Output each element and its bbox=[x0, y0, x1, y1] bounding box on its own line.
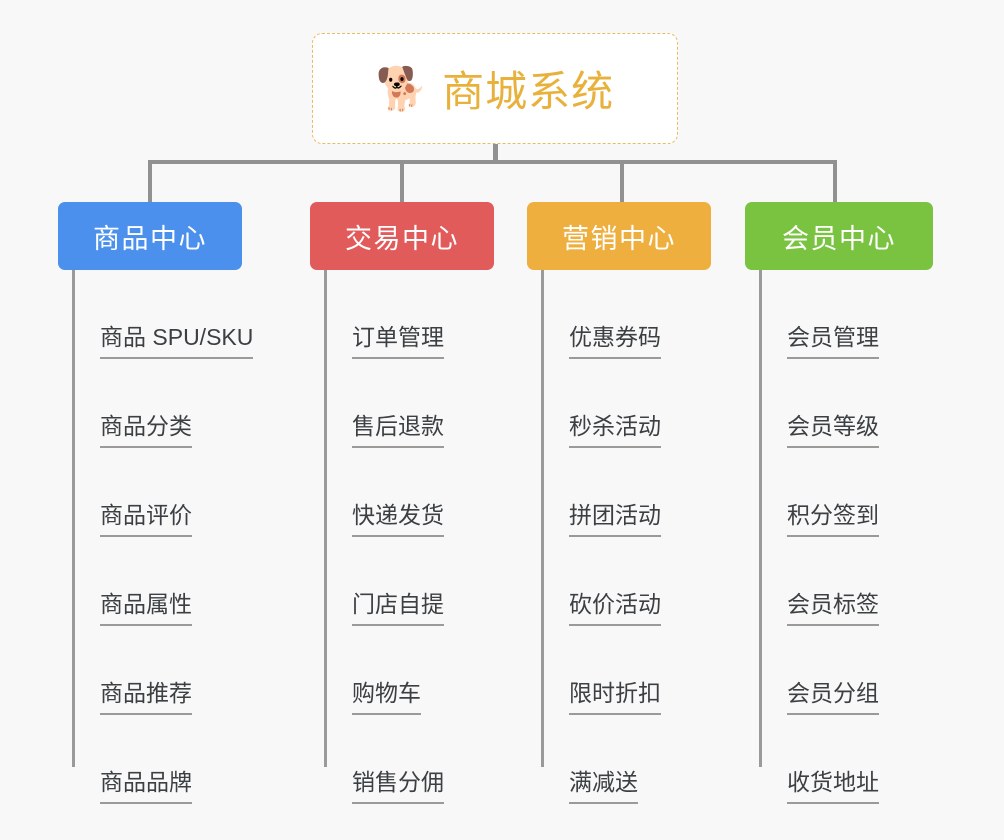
leaf-label: 商品品牌 bbox=[100, 769, 192, 804]
leaf-group-trade-center: 订单管理 售后退款 快递发货 门店自提 购物车 销售分佣 bbox=[310, 270, 494, 804]
root-title: 商城系统 bbox=[442, 68, 615, 115]
leaf-label: 会员分组 bbox=[787, 680, 879, 715]
leaf-item[interactable]: 商品推荐 bbox=[72, 626, 242, 715]
leaf-label: 收货地址 bbox=[787, 769, 879, 804]
leaf-item[interactable]: 会员分组 bbox=[759, 626, 933, 715]
leaf-item[interactable]: 限时折扣 bbox=[541, 626, 711, 715]
leaf-item[interactable]: 收货地址 bbox=[759, 715, 933, 804]
category-label: 会员中心 bbox=[782, 223, 896, 254]
category-box-member-center[interactable]: 会员中心 bbox=[745, 202, 933, 270]
leaf-item[interactable]: 商品属性 bbox=[72, 537, 242, 626]
leaf-item[interactable]: 会员标签 bbox=[759, 537, 933, 626]
leaf-group-member-center: 会员管理 会员等级 积分签到 会员标签 会员分组 收货地址 bbox=[745, 270, 933, 804]
column-product-center: 商品中心 商品 SPU/SKU 商品分类 商品评价 商品属性 商品推荐 商品品牌 bbox=[58, 202, 254, 804]
column-marketing-center: 营销中心 优惠券码 秒杀活动 拼团活动 砍价活动 限时折扣 满减送 bbox=[527, 202, 711, 804]
tree-rail bbox=[72, 270, 75, 767]
leaf-label: 商品分类 bbox=[100, 413, 192, 448]
leaf-label: 会员等级 bbox=[787, 413, 879, 448]
leaf-label: 秒杀活动 bbox=[569, 413, 661, 448]
column-trade-center: 交易中心 订单管理 售后退款 快递发货 门店自提 购物车 销售分佣 bbox=[310, 202, 494, 804]
category-label: 交易中心 bbox=[345, 223, 459, 254]
connector-drop-member-center bbox=[833, 160, 837, 204]
root-node-content: 🐕 商城系统 bbox=[376, 58, 614, 119]
leaf-item[interactable]: 售后退款 bbox=[324, 359, 494, 448]
leaf-label: 商品评价 bbox=[100, 502, 192, 537]
leaf-label: 砍价活动 bbox=[569, 591, 661, 626]
leaf-label: 积分签到 bbox=[787, 502, 879, 537]
leaf-label: 会员管理 bbox=[787, 324, 879, 359]
leaf-item[interactable]: 秒杀活动 bbox=[541, 359, 711, 448]
leaf-item[interactable]: 购物车 bbox=[324, 626, 494, 715]
category-box-marketing-center[interactable]: 营销中心 bbox=[527, 202, 711, 270]
leaf-item[interactable]: 商品评价 bbox=[72, 448, 242, 537]
leaf-label: 订单管理 bbox=[352, 324, 444, 359]
connector-horizontal-bus bbox=[149, 160, 835, 164]
leaf-item[interactable]: 满减送 bbox=[541, 715, 711, 804]
category-label: 商品中心 bbox=[93, 223, 207, 254]
leaf-item[interactable]: 优惠券码 bbox=[541, 270, 711, 359]
leaf-item[interactable]: 砍价活动 bbox=[541, 537, 711, 626]
leaf-label: 销售分佣 bbox=[352, 769, 444, 804]
leaf-item[interactable]: 会员等级 bbox=[759, 359, 933, 448]
leaf-item[interactable]: 商品 SPU/SKU bbox=[72, 270, 254, 359]
leaf-label: 限时折扣 bbox=[569, 680, 661, 715]
leaf-label: 商品推荐 bbox=[100, 680, 192, 715]
category-label: 营销中心 bbox=[562, 223, 676, 254]
leaf-label: 门店自提 bbox=[352, 591, 444, 626]
leaf-item[interactable]: 商品品牌 bbox=[72, 715, 242, 804]
tree-rail bbox=[541, 270, 544, 767]
leaf-label: 会员标签 bbox=[787, 591, 879, 626]
leaf-label: 购物车 bbox=[352, 680, 421, 715]
leaf-label: 拼团活动 bbox=[569, 502, 661, 537]
connector-root-stem bbox=[493, 144, 498, 162]
category-box-product-center[interactable]: 商品中心 bbox=[58, 202, 242, 270]
shiba-dog-face-icon: 🐕 bbox=[375, 64, 429, 112]
leaf-item[interactable]: 拼团活动 bbox=[541, 448, 711, 537]
connector-drop-trade-center bbox=[400, 160, 404, 204]
column-member-center: 会员中心 会员管理 会员等级 积分签到 会员标签 会员分组 收货地址 bbox=[745, 202, 933, 804]
leaf-item[interactable]: 商品分类 bbox=[72, 359, 242, 448]
leaf-label: 售后退款 bbox=[352, 413, 444, 448]
leaf-label: 快递发货 bbox=[352, 502, 444, 537]
leaf-label: 商品 SPU/SKU bbox=[100, 324, 254, 359]
leaf-label: 商品属性 bbox=[100, 591, 192, 626]
tree-rail bbox=[324, 270, 327, 767]
root-node[interactable]: 🐕 商城系统 bbox=[312, 33, 678, 144]
leaf-item[interactable]: 门店自提 bbox=[324, 537, 494, 626]
connector-drop-product-center bbox=[148, 160, 152, 204]
leaf-item[interactable]: 积分签到 bbox=[759, 448, 933, 537]
leaf-label: 优惠券码 bbox=[569, 324, 661, 359]
leaf-group-product-center: 商品 SPU/SKU 商品分类 商品评价 商品属性 商品推荐 商品品牌 bbox=[58, 270, 254, 804]
leaf-item[interactable]: 快递发货 bbox=[324, 448, 494, 537]
tree-rail bbox=[759, 270, 762, 767]
leaf-group-marketing-center: 优惠券码 秒杀活动 拼团活动 砍价活动 限时折扣 满减送 bbox=[527, 270, 711, 804]
connector-drop-marketing-center bbox=[620, 160, 624, 204]
leaf-item[interactable]: 订单管理 bbox=[324, 270, 494, 359]
leaf-item[interactable]: 会员管理 bbox=[759, 270, 933, 359]
leaf-item[interactable]: 销售分佣 bbox=[324, 715, 494, 804]
category-box-trade-center[interactable]: 交易中心 bbox=[310, 202, 494, 270]
leaf-label: 满减送 bbox=[569, 769, 638, 804]
